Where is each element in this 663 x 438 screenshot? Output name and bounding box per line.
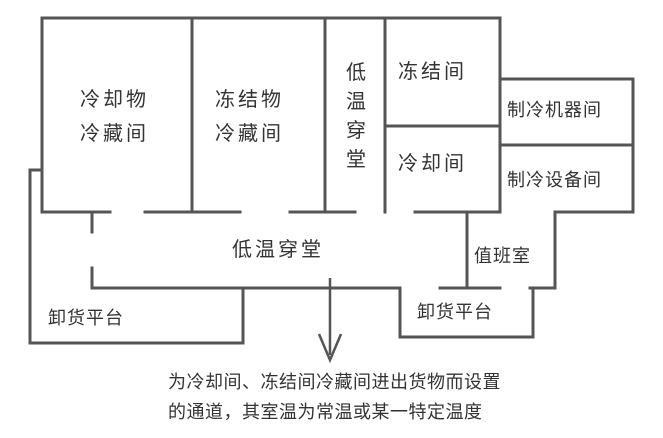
room-equipment-label: 制冷设备间 (507, 170, 602, 191)
room-platform-right-label: 卸货平台 (417, 302, 493, 323)
room-frozen-storage-label: 冻结物 冷藏间 (215, 87, 284, 145)
room-cooling-label: 冷却间 (398, 151, 467, 175)
wall-platform-right (398, 286, 535, 339)
wall-vestibule-left-lower (90, 266, 402, 290)
wall-equipment-room (498, 143, 635, 214)
room-vestibule-vertical-label: 低温穿堂 (346, 60, 366, 171)
wall-duty-room-right (528, 210, 557, 290)
annotation-line-2: 的通道，其室温为常温或某一特定温度 (168, 402, 483, 423)
room-duty-label: 值班室 (474, 246, 531, 267)
wall-platform-left-outline (28, 168, 245, 345)
room-vestibule-main-label: 低温穿堂 (232, 237, 324, 261)
room-cooling-storage-label: 冷却物 冷藏间 (80, 87, 149, 145)
room-freezing-label: 冻结间 (398, 59, 467, 83)
annotation-line-1: 为冷却间、冻结间冷藏间进出货物而设置 (168, 372, 501, 393)
annotation-text: 为冷却间、冻结间冷藏间进出货物而设置 的通道，其室温为常温或某一特定温度 (168, 368, 501, 428)
room-machine-label: 制冷机器间 (507, 100, 602, 121)
room-platform-left-label: 卸货平台 (48, 308, 124, 329)
annotation-arrow-head (317, 333, 343, 364)
